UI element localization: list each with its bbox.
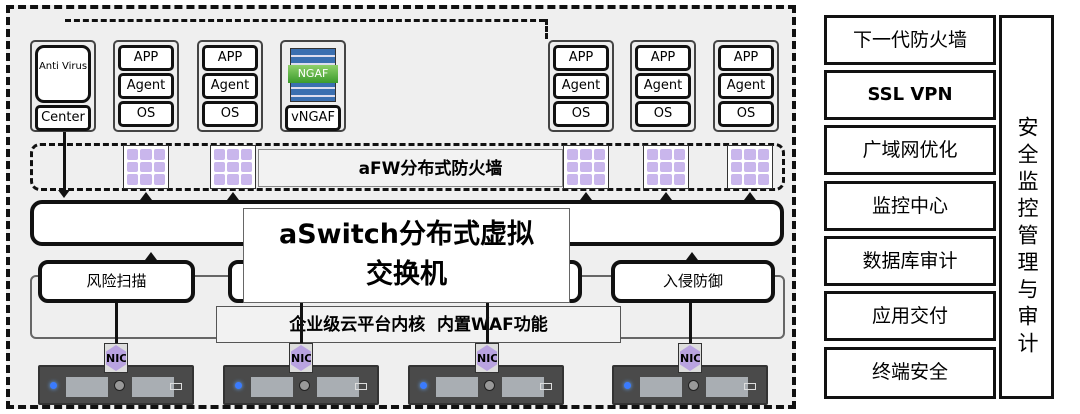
connector-line — [63, 132, 66, 190]
nic-icon: NIC — [678, 343, 702, 373]
nic-label: NIC — [106, 345, 126, 371]
afw-band — [30, 143, 785, 191]
service-wan-optimization[interactable]: 广域网优化 — [824, 125, 996, 175]
afw-label: aFW分布式防火墙 — [258, 149, 563, 187]
antivirus-center-vm[interactable]: Anti Virus Center — [30, 40, 96, 132]
nic-label: NIC — [680, 345, 700, 371]
firewall-icon — [123, 145, 169, 189]
os-label: OS — [635, 101, 691, 127]
agent-label: Agent — [635, 73, 691, 99]
nic-label: NIC — [477, 345, 497, 371]
vm-group-border — [545, 19, 548, 39]
agent-label: Agent — [118, 73, 174, 99]
aswitch-label-line2: 交换机 — [366, 259, 447, 290]
ngaf-logo-icon: NGAF — [288, 48, 338, 102]
vngaf-label: vNGAF — [285, 105, 341, 131]
risk-scan-box[interactable]: 风险扫描 — [38, 260, 195, 303]
service-endpoint-security[interactable]: 终端安全 — [824, 347, 996, 399]
service-monitoring-center[interactable]: 监控中心 — [824, 181, 996, 231]
arrow-icon — [145, 252, 157, 260]
center-label: Center — [35, 105, 91, 131]
arrow-icon — [227, 192, 239, 200]
os-label: OS — [118, 101, 174, 127]
firewall-icon — [563, 145, 609, 189]
os-label: OS — [202, 101, 258, 127]
app-label: APP — [118, 45, 174, 71]
agent-label: Agent — [718, 73, 774, 99]
arrow-icon — [686, 252, 698, 260]
os-label: OS — [718, 101, 774, 127]
vngaf-vm[interactable]: NGAF vNGAF — [280, 40, 346, 132]
agent-label: Agent — [202, 73, 258, 99]
app-label: APP — [202, 45, 258, 71]
nic-label: NIC — [291, 345, 311, 371]
connector-line — [486, 303, 489, 343]
ngaf-logo-text: NGAF — [288, 65, 338, 83]
service-ngfw[interactable]: 下一代防火墙 — [824, 15, 996, 65]
app-label: APP — [718, 45, 774, 71]
arrow-icon — [660, 192, 672, 200]
vm-group-border — [65, 19, 545, 22]
service-ssl-vpn[interactable]: SSL VPN — [824, 70, 996, 120]
aswitch-label-line1: aSwitch分布式虚拟 — [279, 219, 534, 250]
arrow-icon — [580, 192, 592, 200]
os-label: OS — [553, 101, 609, 127]
security-monitoring-audit-label: 安全监控管理与审计 — [999, 15, 1054, 399]
aswitch-label: aSwitch分布式虚拟 交换机 — [243, 208, 570, 303]
arrow-icon — [140, 192, 152, 200]
intrusion-prevention-box[interactable]: 入侵防御 — [611, 260, 775, 303]
app-label: APP — [553, 45, 609, 71]
security-services-panel: 下一代防火墙 SSL VPN 广域网优化 监控中心 数据库审计 应用交付 终端安… — [824, 15, 1056, 399]
service-database-audit[interactable]: 数据库审计 — [824, 236, 996, 286]
connector-line — [689, 303, 692, 343]
arrow-icon — [58, 190, 70, 198]
nic-icon: NIC — [289, 343, 313, 373]
nic-icon: NIC — [475, 343, 499, 373]
firewall-icon — [727, 145, 773, 189]
firewall-icon — [643, 145, 689, 189]
app-label: APP — [635, 45, 691, 71]
service-app-delivery[interactable]: 应用交付 — [824, 291, 996, 341]
arrow-icon — [744, 192, 756, 200]
connector-line — [115, 303, 118, 343]
antivirus-label: Anti Virus — [35, 45, 91, 103]
agent-label: Agent — [553, 73, 609, 99]
nic-icon: NIC — [104, 343, 128, 373]
platform-label: 企业级云平台内核 内置WAF功能 — [216, 306, 621, 343]
firewall-icon — [210, 145, 256, 189]
connector-line — [300, 303, 303, 343]
